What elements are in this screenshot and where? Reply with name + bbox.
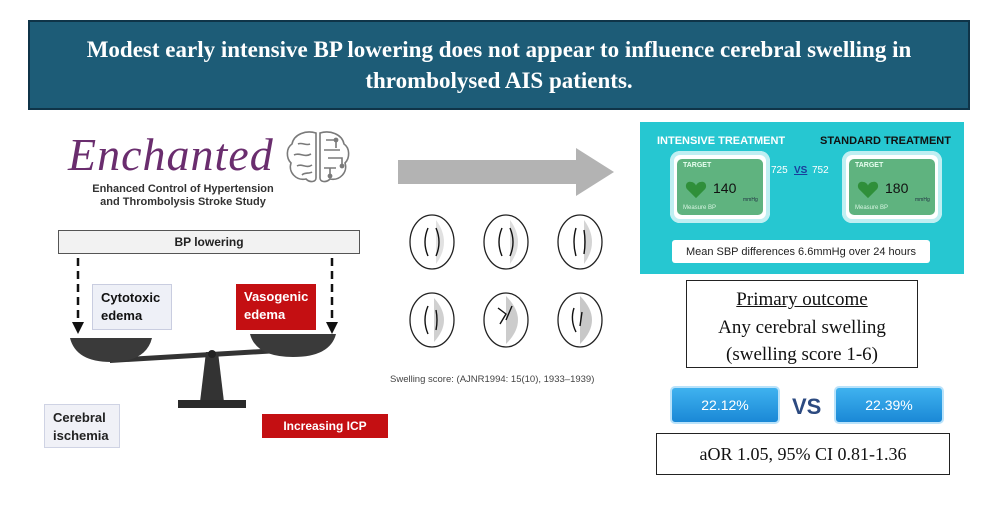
heart-icon xyxy=(857,181,879,199)
brain-icon xyxy=(286,131,350,183)
cytotoxic-edema-box: Cytotoxic edema xyxy=(92,284,172,330)
increasing-icp-box: Increasing ICP xyxy=(262,414,388,438)
monitor-unit: mmHg xyxy=(743,197,758,203)
vs-label: VS xyxy=(792,394,822,419)
monitor-screen: TARGET 180 mmHg Measure BP xyxy=(849,159,935,215)
standard-bp-monitor: TARGET 180 mmHg Measure BP xyxy=(842,151,942,223)
title-text: Modest early intensive BP lowering does … xyxy=(86,37,912,93)
aor-result-box: aOR 1.05, 95% CI 0.81-1.36 xyxy=(656,433,950,475)
standard-treatment-label: STANDARD TREATMENT xyxy=(820,135,951,147)
brain-ct-scans xyxy=(409,214,603,348)
primary-outcome-box: Primary outcome Any cerebral swelling (s… xyxy=(686,280,918,368)
intensive-percent-badge: 22.12% xyxy=(670,386,780,424)
monitor-screen: TARGET 140 mmHg Measure BP xyxy=(677,159,763,215)
primary-outcome-line3: (swelling score 1-6) xyxy=(726,344,878,365)
monitor-target-label: TARGET xyxy=(855,162,884,169)
intensive-target-value: 140 xyxy=(713,180,737,196)
left-scale-pan xyxy=(70,338,152,362)
primary-outcome-title: Primary outcome xyxy=(736,289,868,310)
measure-bp-label: Measure BP xyxy=(855,205,889,211)
standard-target-value: 180 xyxy=(885,180,909,196)
right-arrow-icon xyxy=(398,148,614,196)
bp-lowering-bar: BP lowering xyxy=(58,230,360,254)
cerebral-ischemia-box: Cerebral ischemia xyxy=(44,404,120,448)
intensive-n: 725 xyxy=(771,165,788,176)
measure-bp-label: Measure BP xyxy=(683,205,717,211)
logo-subtitle-line1: Enhanced Control of Hypertension xyxy=(92,183,274,195)
scale-base xyxy=(178,400,246,408)
monitor-unit: mmHg xyxy=(915,197,930,203)
swelling-score-caption: Swelling score: (AJNR1994: 15(10), 1933–… xyxy=(390,374,595,385)
primary-outcome-line2: Any cerebral swelling xyxy=(718,317,886,338)
logo-subtitle-line2: and Thrombolysis Stroke Study xyxy=(100,196,266,208)
right-scale-pan xyxy=(250,334,336,357)
intensive-bp-monitor: TARGET 140 mmHg Measure BP xyxy=(670,151,770,223)
enchanted-logo: Enchanted xyxy=(68,129,274,180)
vs-small-label: VS xyxy=(794,165,808,176)
vasogenic-edema-box: Vasogenic edema xyxy=(236,284,316,330)
balance-scale-diagram xyxy=(70,258,338,408)
intensive-treatment-label: INTENSIVE TREATMENT xyxy=(657,135,786,147)
heart-icon xyxy=(685,181,707,199)
title-banner: Modest early intensive BP lowering does … xyxy=(28,20,970,110)
left-dashed-arrow xyxy=(72,258,84,334)
mean-sbp-difference: Mean SBP differences 6.6mmHg over 24 hou… xyxy=(672,240,930,263)
monitor-target-label: TARGET xyxy=(683,162,712,169)
scale-stand xyxy=(200,352,224,402)
right-dashed-arrow xyxy=(326,258,338,334)
standard-n: 752 xyxy=(812,165,829,176)
standard-percent-badge: 22.39% xyxy=(834,386,944,424)
